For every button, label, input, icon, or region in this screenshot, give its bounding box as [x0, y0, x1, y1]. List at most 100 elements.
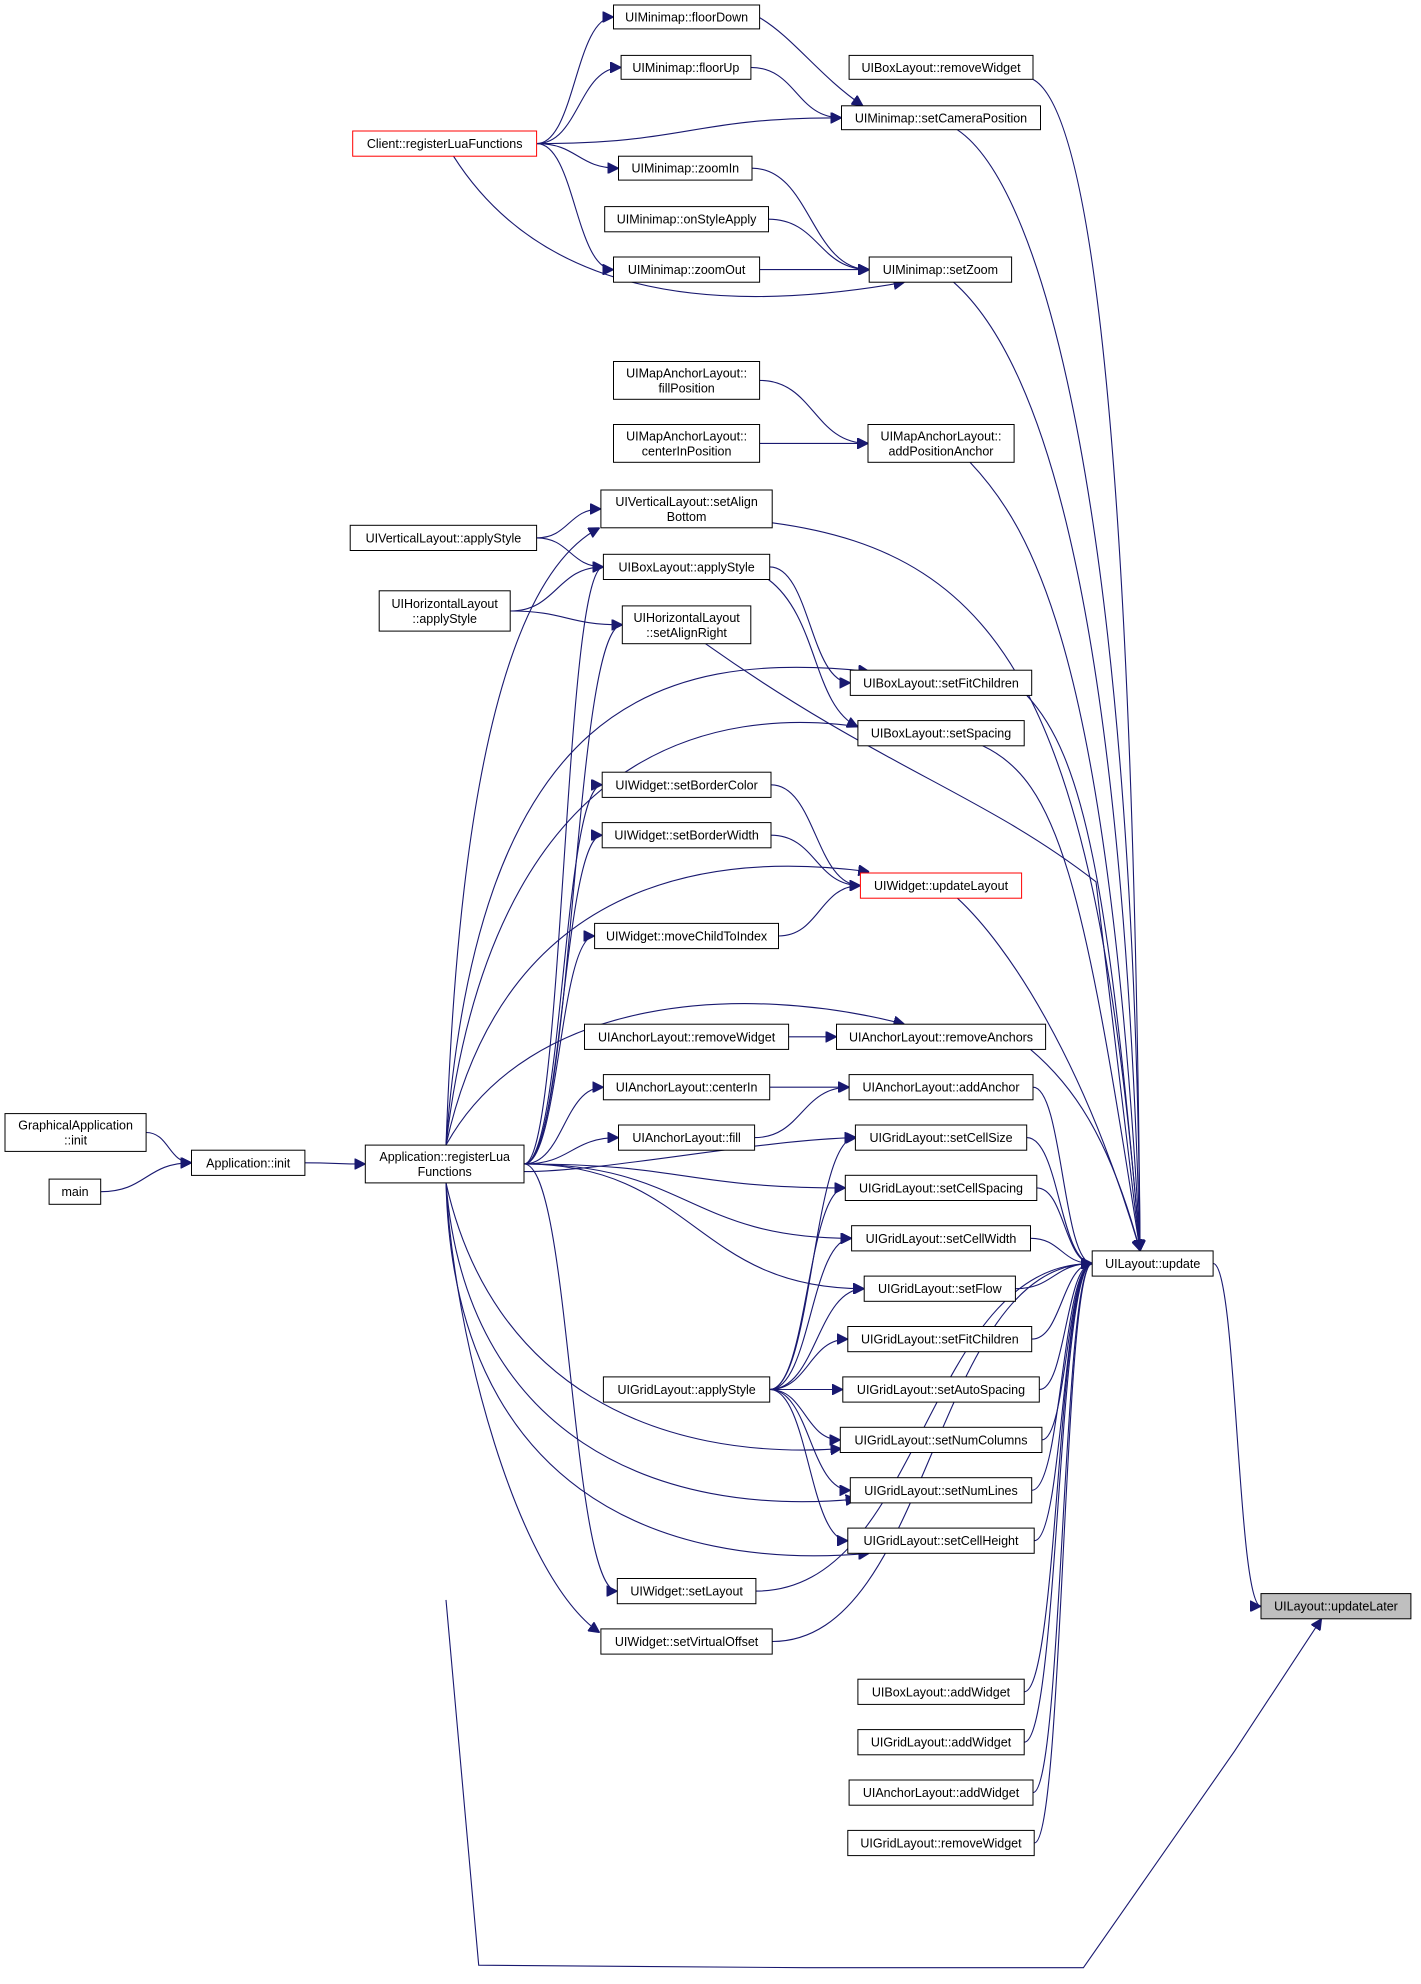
node-gridSetFitChildren[interactable]: UIGridLayout::setFitChildren [847, 1326, 1033, 1353]
edge-appRegister-to-gridSetFlow [524, 1163, 864, 1289]
node-label: UIMinimap::onStyleApply [617, 213, 757, 227]
node-box [868, 256, 1013, 283]
node-setLayout[interactable]: UIWidget::setLayout [616, 1578, 757, 1605]
node-box [863, 1275, 1016, 1302]
node-gridApplyStyle[interactable]: UIGridLayout::applyStyle [602, 1376, 771, 1403]
node-box [616, 1578, 757, 1605]
node-box [836, 1023, 1047, 1050]
edge-layoutUpdate-to-updateLater [1212, 1262, 1262, 1607]
node-box [364, 1144, 525, 1184]
node-label: ::setAlignRight [646, 626, 727, 640]
node-moveChildToIndex[interactable]: UIWidget::moveChildToIndex [594, 922, 779, 950]
node-label: UIWidget::setVirtualOffset [615, 1635, 759, 1649]
node-box [600, 489, 773, 529]
node-label: ::init [64, 1134, 87, 1148]
edge-boxApplyStyle-to-boxSetFitChildren [769, 566, 851, 683]
node-boxRemoveWidget[interactable]: UIBoxLayout::removeWidget [848, 54, 1034, 80]
nodes-layer: UIMinimap::floorDownUIBoxLayout::removeW… [4, 4, 1412, 1857]
node-hApplyStyle[interactable]: UIHorizontalLayout::applyStyle [378, 590, 511, 632]
node-boxApplyStyle[interactable]: UIBoxLayout::applyStyle [602, 553, 771, 580]
node-fillPosition[interactable]: UIMapAnchorLayout::fillPosition [613, 361, 761, 400]
edge-appRegister-to-updateLayout [445, 866, 869, 1146]
edge-clientRegister-to-floorUp [536, 67, 621, 145]
node-boxSetFitChildren[interactable]: UIBoxLayout::setFitChildren [849, 669, 1033, 696]
node-label: UIMinimap::floorUp [632, 61, 739, 75]
node-setVirtualOffset[interactable]: UIWidget::setVirtualOffset [600, 1628, 773, 1655]
node-updateLater[interactable]: UILayout::updateLater [1260, 1593, 1412, 1620]
node-gridSetNumColumns[interactable]: UIGridLayout::setNumColumns [839, 1426, 1043, 1454]
node-updateLayout[interactable]: UIWidget::updateLayout [859, 872, 1023, 899]
node-centerIn[interactable]: UIAnchorLayout::centerIn [602, 1074, 771, 1101]
edge-setBorderColor-to-updateLayout [770, 784, 860, 886]
node-box [618, 1124, 756, 1151]
edge-gridApplyStyle-to-gridSetNumLines [769, 1388, 851, 1491]
edge-clientRegister-to-setZoom [453, 155, 905, 298]
node-gridSetCellWidth[interactable]: UIGridLayout::setCellWidth [851, 1225, 1031, 1252]
node-zoomIn[interactable]: UIMinimap::zoomIn [618, 155, 753, 181]
node-boxSetSpacing[interactable]: UIBoxLayout::setSpacing [857, 720, 1025, 747]
node-zoomOut[interactable]: UIMinimap::zoomOut [613, 256, 761, 283]
node-label: UIMinimap::floorDown [625, 11, 748, 25]
edge-hApplyStyle-to-hSetAlignRight [510, 610, 622, 625]
node-box [4, 1113, 147, 1152]
node-label: UIGridLayout::setCellSpacing [859, 1181, 1023, 1195]
node-label: UIMinimap::zoomIn [631, 162, 739, 176]
node-gridSetCellHeight[interactable]: UIGridLayout::setCellHeight [847, 1527, 1035, 1554]
node-setBorderColor[interactable]: UIWidget::setBorderColor [601, 771, 772, 798]
edge-appRegister-to-boxSetFitChildren [445, 667, 869, 1146]
node-anchorRemoveWidget[interactable]: UIAnchorLayout::removeWidget [584, 1023, 790, 1050]
node-centerInPosition[interactable]: UIMapAnchorLayout::centerInPosition [613, 424, 761, 463]
node-gridSetCellSize[interactable]: UIGridLayout::setCellSize [854, 1124, 1028, 1151]
node-label: Application::registerLua [379, 1150, 510, 1164]
node-gridSetFlow[interactable]: UIGridLayout::setFlow [863, 1275, 1016, 1302]
edge-clientRegister-to-zoomOut [536, 143, 614, 270]
node-gridRemoveWidget[interactable]: UIGridLayout::removeWidget [847, 1829, 1035, 1857]
edge-appRegister-to-gridSetNumColumns [445, 1182, 842, 1450]
node-floorDown[interactable]: UIMinimap::floorDown [613, 4, 761, 30]
node-addAnchor[interactable]: UIAnchorLayout::addAnchor [848, 1074, 1034, 1101]
node-layoutUpdate[interactable]: UILayout::update [1091, 1250, 1214, 1277]
node-box [613, 361, 761, 400]
node-gridSetAutoSpacing[interactable]: UIGridLayout::setAutoSpacing [842, 1376, 1040, 1403]
edge-appRegister-to-anchorFill [524, 1138, 618, 1165]
node-label: UIAnchorLayout::fill [632, 1131, 740, 1145]
edge-appRegister-to-gridSetCellSpacing [524, 1163, 845, 1188]
node-label: UIMinimap::setCameraPosition [855, 111, 1027, 125]
edge-anchorFill-to-addAnchor [754, 1087, 850, 1139]
edge-appInit-to-appRegister [304, 1163, 365, 1164]
node-appInit[interactable]: Application::init [191, 1149, 306, 1176]
node-label: UIGridLayout::setCellWidth [866, 1232, 1017, 1246]
edge-anchorAddWidget-to-layoutUpdate [1032, 1264, 1093, 1794]
node-setBorderWidth[interactable]: UIWidget::setBorderWidth [601, 822, 772, 849]
node-label: UIGridLayout::applyStyle [617, 1383, 755, 1397]
node-anchorAddWidget[interactable]: UIAnchorLayout::addWidget [848, 1779, 1034, 1806]
node-removeAnchors[interactable]: UIAnchorLayout::removeAnchors [836, 1023, 1047, 1050]
node-label: centerInPosition [642, 444, 732, 458]
node-gridSetCellSpacing[interactable]: UIGridLayout::setCellSpacing [844, 1174, 1038, 1202]
node-box [584, 1023, 790, 1050]
node-boxAddWidget[interactable]: UIBoxLayout::addWidget [857, 1678, 1025, 1705]
node-graphicalInit[interactable]: GraphicalApplication::init [4, 1113, 147, 1152]
node-label: UIGridLayout::setNumColumns [855, 1433, 1028, 1447]
node-hSetAlignRight[interactable]: UIHorizontalLayout::setAlignRight [621, 605, 752, 645]
node-gridSetNumLines[interactable]: UIGridLayout::setNumLines [849, 1477, 1033, 1504]
node-addPositionAnchor[interactable]: UIMapAnchorLayout::addPositionAnchor [867, 424, 1015, 463]
node-anchorFill[interactable]: UIAnchorLayout::fill [618, 1124, 756, 1151]
edge-boxSetSpacing-to-layoutUpdate [982, 745, 1141, 1251]
node-setZoom[interactable]: UIMinimap::setZoom [868, 256, 1013, 283]
node-main[interactable]: main [48, 1178, 102, 1205]
edge-gridSetCellHeight-to-layoutUpdate [1034, 1264, 1093, 1542]
node-label: UIGridLayout::setNumLines [864, 1484, 1018, 1498]
node-vApplyStyle[interactable]: UIVerticalLayout::applyStyle [349, 524, 538, 551]
node-box [848, 54, 1034, 80]
node-gridAddWidget[interactable]: UIGridLayout::addWidget [857, 1729, 1025, 1756]
node-clientRegister[interactable]: Client::registerLuaFunctions [352, 130, 538, 157]
node-floorUp[interactable]: UIMinimap::floorUp [620, 54, 752, 80]
node-label: UIWidget::setLayout [630, 1585, 743, 1599]
node-label: UIBoxLayout::addWidget [872, 1685, 1011, 1699]
node-setCameraPosition[interactable]: UIMinimap::setCameraPosition [841, 105, 1041, 131]
node-appRegister[interactable]: Application::registerLuaFunctions [364, 1144, 525, 1184]
node-box [601, 822, 772, 849]
node-onStyleApply[interactable]: UIMinimap::onStyleApply [604, 206, 770, 233]
